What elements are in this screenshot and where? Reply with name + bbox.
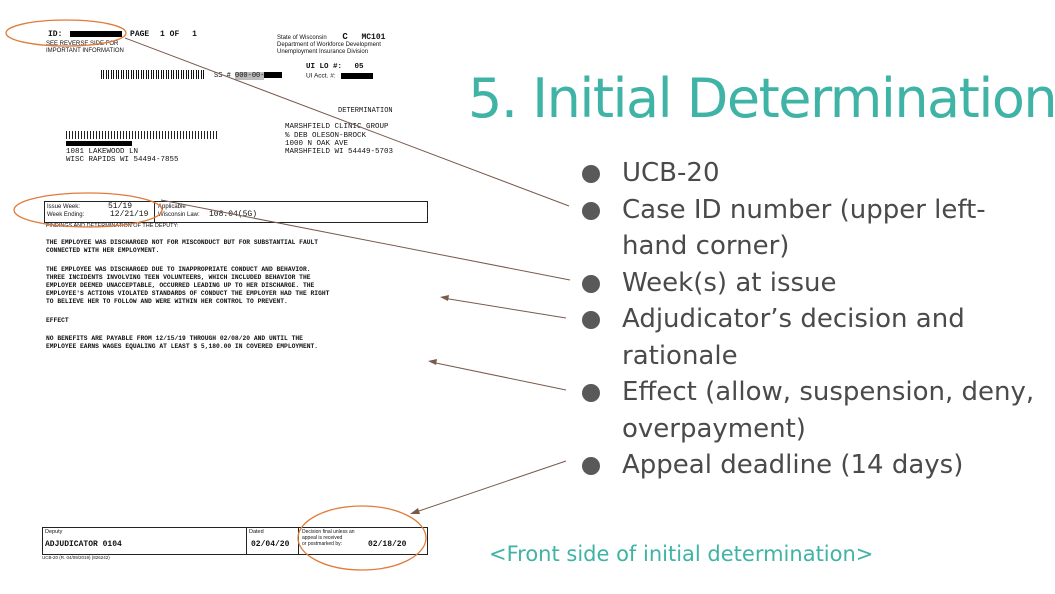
finding-line: THE EMPLOYEE WAS DISCHARGED NOT FOR MISC… — [46, 239, 319, 246]
week-ending-value: 12/21/19 — [110, 210, 149, 219]
bullet-dot — [582, 165, 600, 183]
employer-name: MARSHFIELD CLINIC GROUP — [285, 123, 389, 131]
ss-label: SS # — [214, 71, 231, 80]
ss-line: SS # 000-00- — [214, 71, 283, 80]
arrowhead — [428, 359, 437, 365]
deputy-label: Deputy — [45, 529, 63, 535]
rationale-line: EMPLOYEE'S ACTIONS VIOLATED STANDARDS OF… — [46, 290, 330, 297]
form-code: MC101 — [361, 33, 386, 42]
bullet-item: Effect (allow, suspension, deny, overpay… — [582, 374, 1042, 447]
bullet-dot — [582, 311, 600, 329]
postal-barcode — [66, 131, 218, 139]
employer-city: MARSHFIELD WI 54449-5703 — [285, 148, 394, 156]
effect-line: NO BENEFITS ARE PAYABLE FROM 12/15/19 TH… — [46, 335, 303, 342]
important-info-text: IMPORTANT INFORMATION — [46, 48, 124, 54]
rationale-line: THREE INCIDENTS INVOLVING TEEN VOLUNTEER… — [46, 274, 311, 281]
case-id-line: ID: PAGE 1 OF 1 — [48, 31, 197, 39]
bullet-item: Adjudicator’s decision and rationale — [582, 301, 1042, 374]
ui-acct-line: UI Acct. #: — [306, 72, 374, 80]
state-text: State of Wisconsin — [277, 35, 327, 41]
rationale-line: THE EMPLOYEE WAS DISCHARGED DUE TO INAPP… — [46, 266, 311, 273]
state-line: State of Wisconsin C MC101 — [277, 33, 385, 42]
ui-lo-line: UI LO #: 05 — [306, 63, 364, 72]
see-reverse-text: SEE REVERSE SIDE FOR — [46, 41, 119, 47]
appeal-deadline-highlight-oval — [297, 505, 427, 571]
bullet-list: UCB-20 Case ID number (upper left-hand c… — [582, 155, 1042, 484]
pointer-line-appeal — [412, 460, 567, 514]
finding-line: CONNECTED WITH HER EMPLOYMENT. — [46, 247, 160, 254]
final-text: appeal is received — [302, 535, 343, 541]
wisconsin-law-label: Wisconsin Law: — [158, 212, 200, 218]
ui-lo-value: 05 — [354, 63, 364, 71]
issue-week-label: Issue Week: — [47, 204, 80, 210]
redaction-bar — [264, 72, 283, 78]
pointer-line-case-id — [124, 37, 570, 207]
employer-street: 1000 N OAK AVE — [285, 140, 349, 148]
bullet-text: Case ID number (upper left-hand corner) — [622, 194, 986, 262]
bullet-item: Case ID number (upper left-hand corner) — [582, 192, 1042, 265]
ui-acct-label: UI Acct. #: — [306, 72, 336, 80]
bullet-text: Effect (allow, suspension, deny, overpay… — [622, 377, 1035, 444]
page-number: 1 OF — [160, 30, 180, 40]
issue-week-value: 51/19 — [108, 202, 133, 211]
redaction-bar — [341, 73, 374, 79]
claimant-street: 1081 LAKEWOOD LN — [66, 148, 139, 156]
issue-box — [44, 201, 428, 223]
division-text: Unemployment Insurance Division — [277, 49, 369, 55]
image-caption: <Front side of initial determination> — [489, 542, 874, 566]
bullet-dot — [582, 384, 600, 402]
effect-line: EMPLOYEE EARNS WAGES EQUALING AT LEAST $… — [46, 343, 319, 350]
rationale-line: TO BELIEVE HER TO FOLLOW AND WERE WITHIN… — [46, 298, 288, 305]
bullet-item: Week(s) at issue — [582, 265, 1042, 302]
issue-week-highlight-oval — [13, 192, 163, 228]
bullet-item: Appeal deadline (14 days) — [582, 447, 1042, 484]
issue-box-divider — [154, 201, 155, 222]
redaction-bar — [66, 141, 132, 146]
final-text: Decision final unless an — [302, 529, 355, 535]
bullet-text: UCB-20 — [622, 158, 720, 188]
claimant-city: WISC RAPIDS WI 54494-7855 — [66, 156, 179, 164]
arrowhead — [440, 295, 449, 301]
bullet-text: Adjudicator’s decision and rationale — [622, 304, 965, 371]
id-label: ID: — [48, 30, 63, 40]
bullet-text: Appeal deadline (14 days) — [622, 450, 964, 480]
effect-label: EFFECT — [46, 317, 69, 324]
bullet-dot — [582, 457, 600, 475]
case-id-highlight-oval — [5, 19, 127, 47]
barcode — [101, 70, 205, 79]
final-text: or postmarked by: — [302, 541, 343, 547]
employer-attn: % DEB OLESON-BROCK — [285, 132, 367, 140]
form-id: UCB-20 (R. 04/09/2019) (826242) — [42, 555, 110, 560]
pointer-line-effect — [430, 361, 567, 391]
arrowhead — [410, 508, 420, 514]
rationale-line: EMPLOYER DEEMED UNACCEPTABLE, OCCURRED L… — [46, 282, 315, 289]
page-label: PAGE — [130, 30, 150, 40]
dated-value: 02/04/20 — [251, 540, 290, 549]
bullet-text: Week(s) at issue — [622, 267, 837, 298]
dated-label: Dated — [249, 529, 264, 535]
ui-lo-label: UI LO #: — [306, 63, 343, 71]
week-ending-label: Week Ending: — [47, 212, 85, 218]
document-type: DETERMINATION — [338, 107, 393, 115]
bullet-dot — [582, 201, 600, 220]
footer-box — [42, 527, 428, 555]
footer-divider — [246, 527, 247, 554]
page-total: 1 — [192, 30, 197, 40]
bullet-item: UCB-20 — [582, 155, 1042, 192]
ss-value: 000-00- — [235, 71, 265, 80]
pointer-line-week — [160, 199, 571, 281]
slide-title: 5. Initial Determination — [468, 67, 1055, 130]
deputy-name: ADJUDICATOR 0104 — [45, 540, 122, 549]
appeal-deadline-value: 02/18/20 — [368, 540, 407, 549]
department-text: Department of Workforce Development — [277, 42, 381, 48]
applicable-label: Applicable — [158, 204, 186, 210]
bullet-dot — [582, 274, 600, 293]
pointer-line-decision — [442, 297, 567, 319]
redaction-bar — [70, 31, 123, 37]
form-letter: C — [342, 32, 348, 42]
